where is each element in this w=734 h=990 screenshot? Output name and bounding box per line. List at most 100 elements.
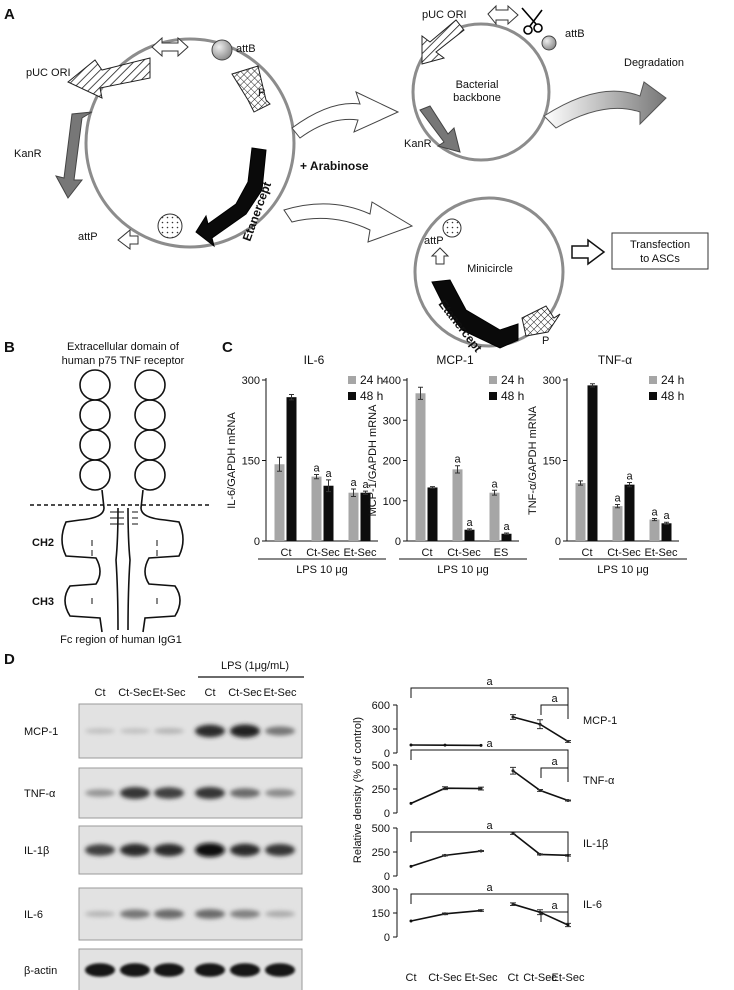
- error-bar: [314, 473, 319, 480]
- significance-label: a: [551, 900, 558, 912]
- blot-membrane: [78, 825, 303, 875]
- minicircle-name: Minicircle: [467, 263, 513, 275]
- error-bar: [277, 456, 282, 472]
- error-bar: [590, 383, 595, 388]
- x-tick-label: Ct-Sec: [523, 972, 557, 984]
- legend-24h: 24 h: [661, 373, 684, 387]
- y-tick-label: 300: [372, 724, 390, 736]
- significance-label: a: [551, 756, 558, 768]
- band: [154, 843, 184, 857]
- parent-plasmid: pUC ORI attB P KanR attP Etanercept: [14, 36, 296, 250]
- band: [195, 909, 225, 919]
- y-tick-label: 0: [395, 536, 401, 548]
- error-bar: [442, 912, 448, 916]
- y-tick-label: 150: [242, 456, 260, 468]
- tnfr-fc-schematic: [30, 369, 210, 633]
- significance-label: a: [486, 738, 493, 750]
- band: [85, 963, 115, 977]
- band: [120, 909, 150, 919]
- error-bar: [565, 739, 571, 743]
- x-tick-label: Ct-Sec: [306, 547, 340, 559]
- y-tick-label: 300: [372, 884, 390, 896]
- error-bar: [442, 854, 448, 857]
- data-point: [479, 743, 483, 747]
- y-tick-label: 600: [372, 700, 390, 712]
- x-tick-label: Et-Sec: [644, 547, 678, 559]
- legend-24h: 24 h: [360, 373, 383, 387]
- blot-label: β-actin: [24, 965, 57, 977]
- error-bar: [418, 386, 423, 400]
- lane-label: Ct-Sec: [228, 687, 262, 699]
- significance-label: a: [313, 462, 320, 474]
- x-tick-label: Ct-Sec: [428, 972, 462, 984]
- band: [120, 843, 150, 857]
- bar: [323, 485, 334, 541]
- plasmid-attb-label: attB: [236, 43, 256, 55]
- lane-label: Et-Sec: [152, 687, 186, 699]
- legend-48h: 48 h: [501, 389, 524, 403]
- significance-bracket: [540, 704, 569, 719]
- significance-label: a: [350, 477, 357, 489]
- y-tick-label: 400: [383, 375, 401, 387]
- legend-swatch-48h: [348, 392, 356, 400]
- transfection-box: [611, 232, 709, 270]
- significance-label: a: [362, 479, 369, 491]
- lane-label: Et-Sec: [263, 687, 297, 699]
- error-bar: [492, 489, 497, 496]
- x-tick-label: Ct: [281, 547, 292, 559]
- blot-0: MCP-1: [24, 703, 303, 759]
- plasmid-p-label: P: [258, 87, 265, 99]
- y-tick-label: 250: [372, 847, 390, 859]
- y-tick-label: 0: [384, 808, 390, 820]
- significance-label: a: [454, 454, 461, 466]
- bar: [501, 533, 512, 541]
- error-bar: [289, 393, 294, 401]
- data-point: [409, 743, 413, 747]
- y-tick-label: 300: [242, 375, 260, 387]
- significance-label: a: [626, 471, 633, 483]
- backbone-puc-element: [421, 19, 465, 65]
- significance-bracket: [410, 831, 569, 862]
- significance-label: a: [466, 517, 473, 529]
- plot-title: MCP-1: [583, 715, 617, 727]
- error-bar: [578, 480, 583, 486]
- plasmid-attp-label: attP: [78, 231, 98, 243]
- significance-bracket: [410, 687, 569, 718]
- band: [265, 789, 295, 797]
- error-bar: [467, 528, 472, 532]
- y-tick-label: 500: [372, 760, 390, 772]
- panel-label-b: B: [4, 339, 15, 356]
- significance-bracket: [410, 749, 569, 780]
- backbone-kanr-element: [419, 105, 461, 153]
- bar: [415, 393, 426, 541]
- band: [120, 787, 150, 799]
- error-bar: [510, 766, 516, 775]
- band: [265, 844, 295, 856]
- plot-title: IL-6: [583, 899, 602, 911]
- kanr-element: [55, 111, 93, 199]
- bar: [274, 464, 285, 541]
- arabinose-label: + Arabinose: [300, 159, 369, 173]
- y-tick-label: 500: [372, 823, 390, 835]
- arrow-to-backbone: [291, 91, 400, 139]
- error-bar: [615, 504, 620, 509]
- etanercept-element: [195, 147, 267, 248]
- band: [85, 911, 115, 917]
- blot-4: β-actin: [24, 948, 303, 990]
- band: [230, 909, 260, 919]
- bar: [575, 483, 586, 541]
- bacterial-backbone: pUC ORI attB KanR Bacterial backbone: [404, 4, 585, 162]
- significance-bracket: [540, 767, 569, 782]
- x-tick-label: Ct-Sec: [607, 547, 641, 559]
- x-tick-label: Et-Sec: [551, 972, 585, 984]
- panel-b-footer: Fc region of human IgG1: [60, 634, 182, 646]
- bar: [612, 506, 623, 541]
- blot-membrane: [78, 767, 303, 819]
- minicircle-attp-site: [442, 218, 462, 238]
- legend-24h: 24 h: [501, 373, 524, 387]
- x-tick-label: Et-Sec: [343, 547, 377, 559]
